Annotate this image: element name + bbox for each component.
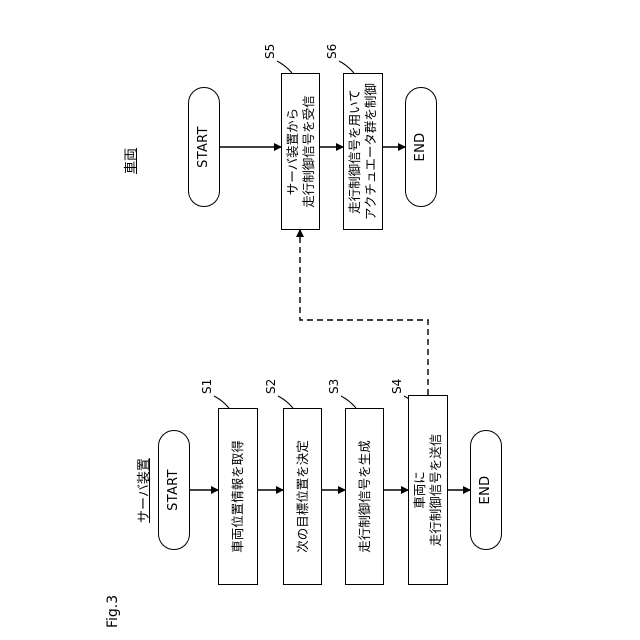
server-step-s1-box: 車両位置情報を取得 <box>218 408 258 585</box>
server-step-s3-label: S3 <box>327 379 341 394</box>
server-end-terminal: END <box>470 430 502 550</box>
vehicle-start-terminal: START <box>188 87 220 207</box>
server-step-s2-box: 次の目標位置を決定 <box>283 408 322 585</box>
leader-s1 <box>214 396 229 408</box>
server-step-s1-label: S1 <box>200 379 214 394</box>
vehicle-column-title: 車両 <box>120 148 139 174</box>
server-step-s4-box: 車両に 走行制御信号を送信 <box>408 395 448 585</box>
vehicle-step-s5-label: S5 <box>263 44 277 59</box>
signal-link-s4-to-s5 <box>300 230 428 395</box>
leader-s6 <box>339 61 354 73</box>
vehicle-step-s6-label: S6 <box>325 44 339 59</box>
leader-s3 <box>341 396 356 408</box>
leader-s2 <box>278 396 293 408</box>
server-column-title: サーバ装置 <box>133 458 152 523</box>
server-step-s2-label: S2 <box>264 379 278 394</box>
vehicle-end-terminal: END <box>405 87 437 207</box>
server-step-s3-box: 走行制御信号を生成 <box>345 408 384 585</box>
server-step-s4-label: S4 <box>390 379 404 394</box>
leader-s5 <box>277 61 292 73</box>
vehicle-step-s6-box: 走行制御信号を用いて アクチュエータ群を制御 <box>343 73 383 230</box>
server-start-terminal: START <box>158 430 190 550</box>
vehicle-step-s5-box: サーバ装置から 走行制御信号を受信 <box>281 73 320 230</box>
